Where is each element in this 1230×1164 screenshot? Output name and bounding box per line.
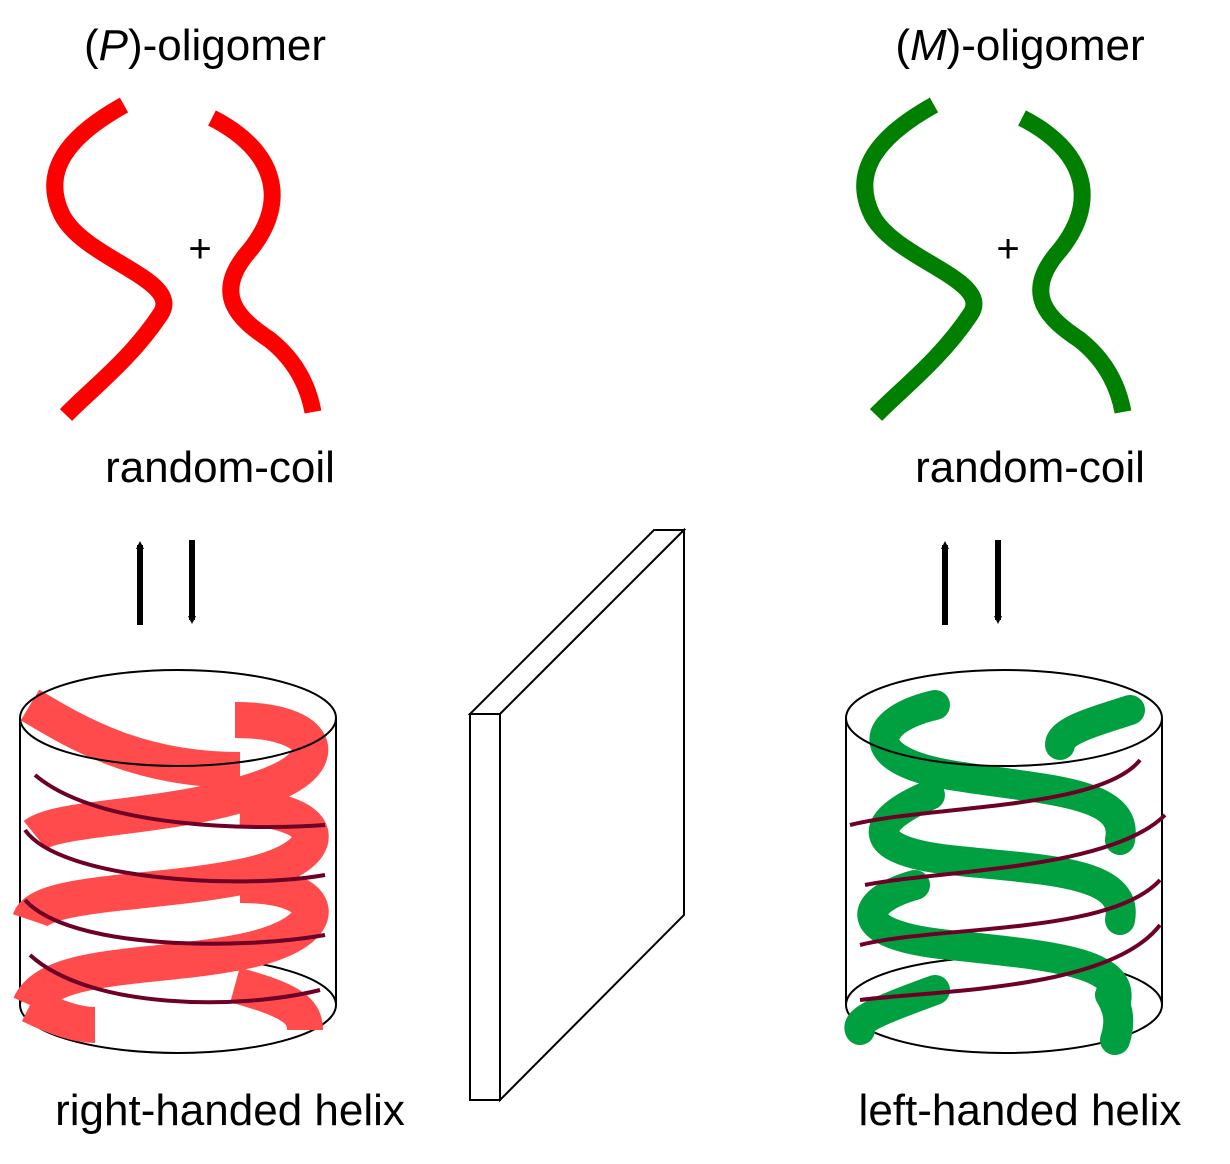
m-helix-band <box>844 690 1145 1055</box>
left-panel: (P)-oligomer + random-coil <box>12 21 405 1135</box>
right-panel: (M)-oligomer + random-coil <box>844 21 1182 1135</box>
p-random-coil-label: random-coil <box>105 443 335 492</box>
p-equilibrium-arrows <box>136 540 196 625</box>
p-cylinder-top <box>19 669 337 767</box>
p-random-coil-strands <box>46 97 322 421</box>
m-random-coil-label: random-coil <box>915 443 1145 492</box>
p-helix-label: right-handed helix <box>55 1086 405 1135</box>
p-oligomer-title: (P)-oligomer <box>84 21 326 70</box>
m-helix-backbone <box>849 758 1167 1002</box>
p-plus-sign: + <box>188 227 211 271</box>
m-plus-sign: + <box>996 227 1019 271</box>
m-random-coil-strands <box>856 97 1132 421</box>
p-helix-cylinder <box>12 669 337 1054</box>
m-cylinder-top <box>845 669 1163 767</box>
p-helix-band <box>12 689 329 1043</box>
p-helix-backbone <box>23 773 326 1005</box>
m-helix-cylinder <box>844 669 1167 1055</box>
m-helix-label: left-handed helix <box>859 1086 1182 1135</box>
m-equilibrium-arrows <box>941 540 1002 625</box>
m-oligomer-title: (M)-oligomer <box>895 21 1144 70</box>
mirror-plane <box>467 527 687 1103</box>
